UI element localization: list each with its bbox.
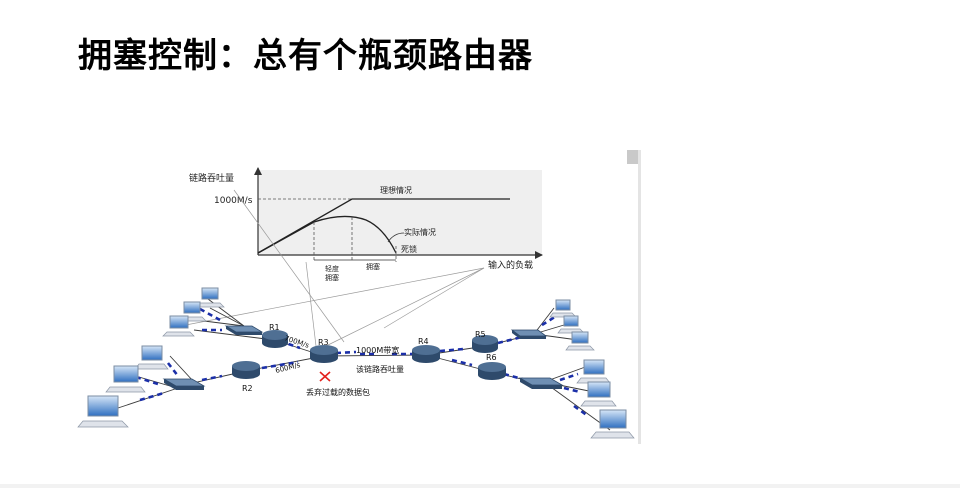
congestion-figure: 链路吞吐量 1000M/s 理想情况 实际情况 死锁 轻度 拥塞 拥塞 输入的负… <box>74 150 641 444</box>
congestion-label: 拥塞 <box>366 262 380 271</box>
switch-right-top <box>510 329 548 339</box>
router-r4 <box>412 345 440 363</box>
computer-left-3 <box>162 315 195 337</box>
connector-line <box>169 267 485 329</box>
actual-label: 实际情况 <box>404 227 436 237</box>
connector-line <box>383 267 485 329</box>
router-label-r4: R4 <box>418 337 429 346</box>
computer-right-6 <box>590 409 635 439</box>
drop-label: 丢弃过载的数据包 <box>306 387 370 397</box>
link-r2-r3-label: 600M/s <box>275 361 302 375</box>
light-congestion-label-line1: 轻度 <box>325 264 339 273</box>
router-label-r1: R1 <box>269 323 280 332</box>
slide-title: 拥塞控制：总有个瓶颈路由器 <box>78 36 533 76</box>
router-label-r6: R6 <box>486 353 497 362</box>
router-r5 <box>472 335 498 353</box>
computer-right-3 <box>565 331 595 351</box>
connector-line <box>233 189 345 343</box>
router-label-r3: R3 <box>318 338 329 347</box>
router-r6 <box>478 362 506 380</box>
router-label-r5: R5 <box>475 330 486 339</box>
drop-x-icon <box>319 371 331 382</box>
switch-left-top <box>224 325 264 335</box>
computer-left-5 <box>105 365 146 393</box>
y-axis-label: 链路吞吐量 <box>189 172 234 184</box>
actual-curve <box>257 215 397 254</box>
router-r2 <box>232 361 260 379</box>
figure-svg: 链路吞吐量 1000M/s 理想情况 实际情况 死锁 轻度 拥塞 拥塞 输入的负… <box>77 167 635 439</box>
deadlock-label: 死锁 <box>401 244 417 254</box>
router-r3 <box>310 345 338 363</box>
connector-line <box>305 261 317 347</box>
switch-right-bottom <box>518 377 564 389</box>
scrollbar-thumb[interactable] <box>627 150 638 164</box>
computer-right-2 <box>557 315 585 334</box>
computer-left-6 <box>77 395 129 428</box>
router-label-r2: R2 <box>242 384 253 393</box>
bottleneck-label: 1000M带宽 <box>356 345 399 355</box>
computer-right-5 <box>580 381 617 407</box>
actual-pointer <box>387 232 405 243</box>
bottom-divider <box>0 484 960 488</box>
computer-left-1 <box>194 287 225 308</box>
network-links <box>117 295 611 431</box>
computer-left-4 <box>134 345 169 370</box>
router-r1 <box>262 330 288 348</box>
plot-area <box>258 170 542 255</box>
throughput-label: 该链路吞吐量 <box>356 364 404 374</box>
computer-right-4 <box>576 359 611 384</box>
x-axis-label: 输入的负载 <box>488 259 533 271</box>
connector-line <box>325 267 485 347</box>
y-tick-label: 1000M/s <box>214 196 253 206</box>
scrollbar-track[interactable] <box>638 150 641 444</box>
switch-left-bottom <box>162 378 206 390</box>
packets <box>135 307 589 418</box>
light-congestion-label-line2: 拥塞 <box>325 273 339 282</box>
ideal-label: 理想情况 <box>380 185 412 195</box>
